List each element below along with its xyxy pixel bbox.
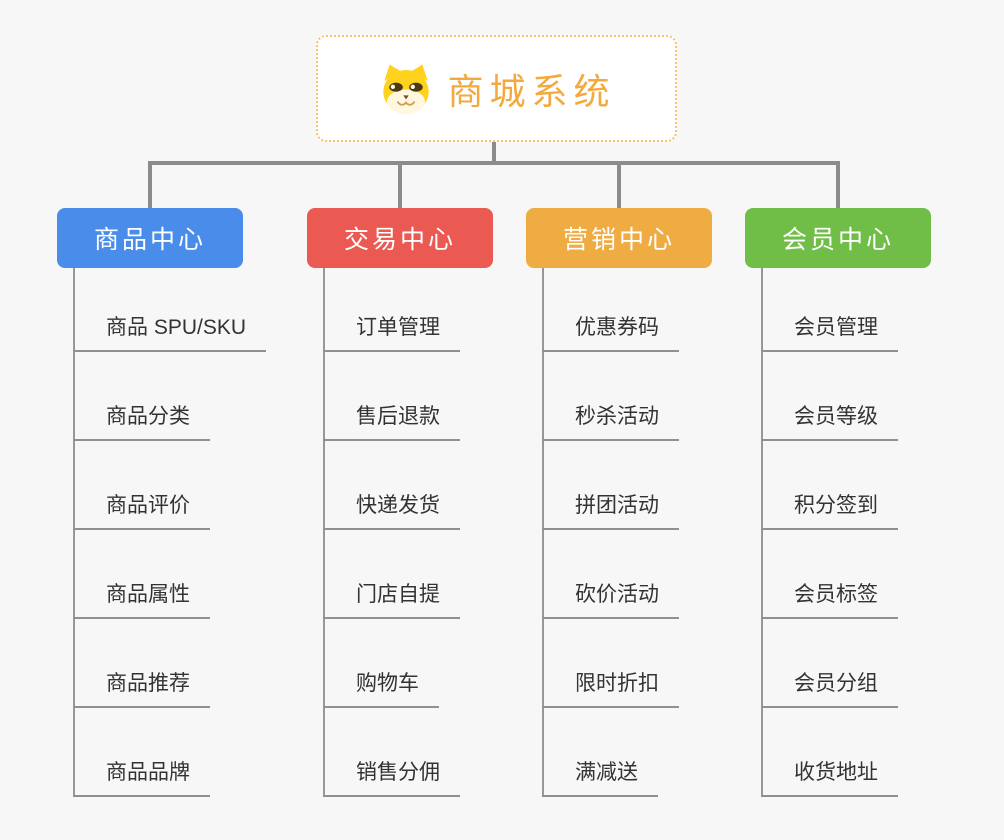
root-node[interactable]: 商城系统 xyxy=(316,35,677,142)
mindmap-item[interactable]: 商品评价 xyxy=(73,489,210,530)
branch-column-2: 优惠券码秒杀活动拼团活动砍价活动限时折扣满减送 xyxy=(542,268,679,797)
item-row: 门店自提 xyxy=(323,530,460,619)
item-row: 砍价活动 xyxy=(542,530,679,619)
mindmap-item[interactable]: 会员标签 xyxy=(761,578,898,619)
branch-column-3: 会员管理会员等级积分签到会员标签会员分组收货地址 xyxy=(761,268,898,797)
item-row: 会员标签 xyxy=(761,530,898,619)
mindmap-item[interactable]: 商品推荐 xyxy=(73,667,210,708)
item-row: 商品属性 xyxy=(73,530,266,619)
branch-header-2[interactable]: 营销中心 xyxy=(526,208,712,268)
item-row: 拼团活动 xyxy=(542,441,679,530)
item-row: 快递发货 xyxy=(323,441,460,530)
mindmap-item[interactable]: 会员分组 xyxy=(761,667,898,708)
mindmap-item[interactable]: 拼团活动 xyxy=(542,489,679,530)
mindmap-item[interactable]: 满减送 xyxy=(542,756,658,797)
item-row: 售后退款 xyxy=(323,352,460,441)
mindmap-item[interactable]: 商品分类 xyxy=(73,400,210,441)
item-row: 会员管理 xyxy=(761,268,898,352)
mindmap-item[interactable]: 售后退款 xyxy=(323,400,460,441)
item-row: 优惠券码 xyxy=(542,268,679,352)
branch-header-0[interactable]: 商品中心 xyxy=(57,208,243,268)
mindmap-item[interactable]: 会员等级 xyxy=(761,400,898,441)
branch-header-1[interactable]: 交易中心 xyxy=(307,208,493,268)
item-row: 积分签到 xyxy=(761,441,898,530)
item-row: 商品推荐 xyxy=(73,619,266,708)
item-row: 订单管理 xyxy=(323,268,460,352)
item-row: 商品分类 xyxy=(73,352,266,441)
mindmap-item[interactable]: 商品品牌 xyxy=(73,756,210,797)
mindmap-item[interactable]: 快递发货 xyxy=(323,489,460,530)
item-row: 商品品牌 xyxy=(73,708,266,797)
mindmap-item[interactable]: 砍价活动 xyxy=(542,578,679,619)
item-row: 限时折扣 xyxy=(542,619,679,708)
item-row: 商品评价 xyxy=(73,441,266,530)
mindmap-item[interactable]: 秒杀活动 xyxy=(542,400,679,441)
item-row: 收货地址 xyxy=(761,708,898,797)
mindmap-item[interactable]: 商品 SPU/SKU xyxy=(73,311,267,352)
item-row: 会员等级 xyxy=(761,352,898,441)
mindmap-item[interactable]: 优惠券码 xyxy=(542,311,679,352)
mindmap-item[interactable]: 销售分佣 xyxy=(323,756,460,797)
dog-icon xyxy=(383,64,430,114)
item-row: 销售分佣 xyxy=(323,708,460,797)
item-row: 购物车 xyxy=(323,619,460,708)
mindmap-item[interactable]: 订单管理 xyxy=(323,311,460,352)
mindmap-item[interactable]: 购物车 xyxy=(323,667,439,708)
item-row: 满减送 xyxy=(542,708,679,797)
mindmap-item[interactable]: 门店自提 xyxy=(323,578,460,619)
item-row: 会员分组 xyxy=(761,619,898,708)
mindmap-item[interactable]: 限时折扣 xyxy=(542,667,679,708)
item-row: 商品 SPU/SKU xyxy=(73,268,267,352)
root-title: 商城系统 xyxy=(447,70,616,112)
mindmap-item[interactable]: 商品属性 xyxy=(73,578,210,619)
mindmap-item[interactable]: 积分签到 xyxy=(761,489,898,530)
branch-header-3[interactable]: 会员中心 xyxy=(745,208,931,268)
item-row: 秒杀活动 xyxy=(542,352,679,441)
branch-column-1: 订单管理售后退款快递发货门店自提购物车销售分佣 xyxy=(323,268,460,797)
branch-column-0: 商品 SPU/SKU 商品分类商品评价商品属性商品推荐商品品牌 xyxy=(73,268,267,797)
mindmap-item[interactable]: 收货地址 xyxy=(761,756,898,797)
mindmap-item[interactable]: 会员管理 xyxy=(761,311,898,352)
